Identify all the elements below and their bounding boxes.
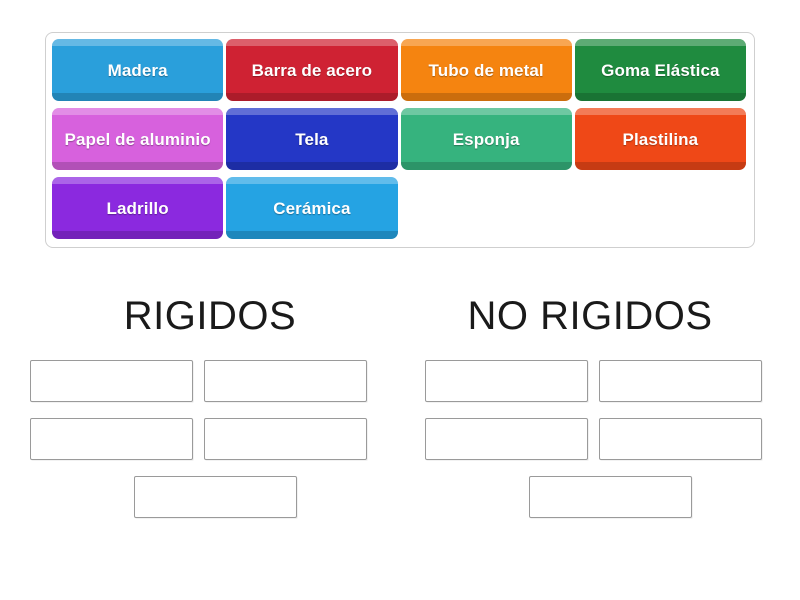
- drop-zone-row: [425, 360, 795, 402]
- draggable-tile[interactable]: Tubo de metal: [400, 39, 572, 101]
- draggable-tile[interactable]: Barra de acero: [226, 39, 398, 101]
- drop-zone[interactable]: [204, 418, 367, 460]
- tile-label: Barra de acero: [251, 60, 373, 80]
- drop-zone-row: [30, 360, 400, 402]
- draggable-tile[interactable]: Ladrillo: [52, 177, 224, 239]
- drop-zone-row: [425, 476, 795, 518]
- draggable-tile[interactable]: Tela: [226, 108, 398, 170]
- category-title-no-rigidos: NO RIGIDOS: [467, 294, 713, 338]
- tile-label: Tubo de metal: [428, 60, 544, 80]
- tile-label: Esponja: [452, 129, 520, 149]
- drop-zone-group-rigidos: [30, 360, 400, 534]
- tile-slot-empty: [401, 177, 572, 239]
- drop-zone[interactable]: [30, 418, 193, 460]
- drop-zone-group-no-rigidos: [425, 360, 795, 534]
- drop-zone[interactable]: [425, 360, 588, 402]
- drop-zone[interactable]: [599, 360, 762, 402]
- tile-row: Madera Barra de acero Tubo de metal Goma El…: [52, 39, 749, 107]
- draggable-tile[interactable]: Goma Elástica: [574, 39, 746, 101]
- drop-zone[interactable]: [528, 476, 692, 518]
- draggable-tiles-container: Madera Barra de acero Tubo de metal Goma El…: [45, 32, 755, 248]
- draggable-tile[interactable]: Cerámica: [226, 177, 398, 239]
- tile-row: Ladrillo Cerámica: [52, 177, 749, 245]
- drop-zone[interactable]: [599, 418, 762, 460]
- draggable-tile[interactable]: Plastilina: [574, 108, 746, 170]
- draggable-tile[interactable]: Madera: [52, 39, 224, 101]
- tile-row: Papel de aluminio Tela Esponja Plastilina: [52, 108, 749, 176]
- tile-label: Tela: [295, 129, 329, 149]
- drop-zone[interactable]: [204, 360, 367, 402]
- drop-zone[interactable]: [425, 418, 588, 460]
- category-title-rigidos: RIGIDOS: [123, 294, 297, 338]
- drop-zone-row: [30, 418, 400, 460]
- drop-zone-row: [425, 418, 795, 460]
- tile-slot-empty: [575, 177, 746, 239]
- drop-zone[interactable]: [133, 476, 297, 518]
- tile-label: Papel de aluminio: [64, 129, 211, 149]
- draggable-tile[interactable]: Esponja: [400, 108, 572, 170]
- tile-label: Goma Elástica: [601, 60, 720, 80]
- draggable-tile[interactable]: Papel de aluminio: [52, 108, 224, 170]
- tile-label: Madera: [107, 60, 168, 80]
- drop-zone[interactable]: [30, 360, 193, 402]
- tile-label: Ladrillo: [106, 198, 169, 218]
- tile-label: Cerámica: [273, 198, 351, 218]
- tile-label: Plastilina: [622, 129, 699, 149]
- drop-zone-row: [30, 476, 400, 518]
